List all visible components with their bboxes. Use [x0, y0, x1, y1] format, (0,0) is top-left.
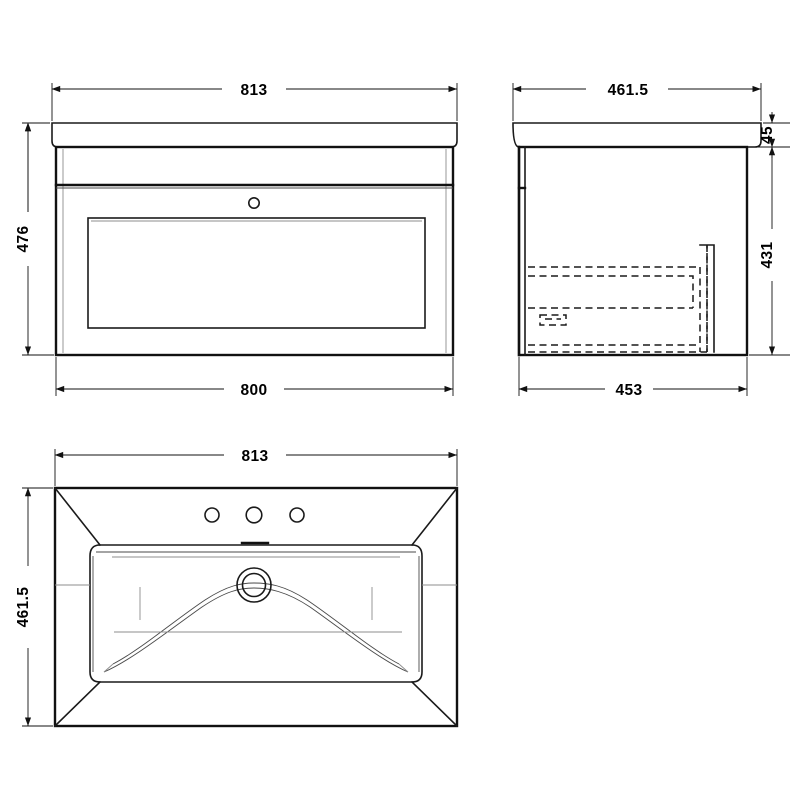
- front-drawer-panel: [87, 217, 426, 329]
- dimension-side-depth-461: 461.5: [512, 82, 762, 121]
- tap-hole-left-icon: [204, 507, 220, 523]
- dimension-label-front-width: 813: [240, 82, 267, 99]
- side-cabinet-carcase: [517, 145, 749, 357]
- plan-tap-holes: [204, 506, 305, 524]
- dimension-plan-width-813: 813: [54, 448, 458, 486]
- tap-hole-right-icon: [289, 507, 305, 523]
- side-basin-top-slab: [512, 122, 762, 148]
- side-hidden-drawer-detail: [528, 244, 715, 353]
- plan-bowl-interior: [103, 582, 409, 673]
- front-basin-top-slab: [51, 122, 458, 148]
- dimension-label-side-thickness: 45: [759, 126, 776, 144]
- dimension-side-depth-453: 453: [518, 357, 748, 399]
- dimension-front-height-476: 476: [15, 122, 54, 356]
- plan-outer-slab: [53, 486, 459, 728]
- dimension-side-height-431: 431: [749, 146, 790, 356]
- dimension-plan-depth-461: 461.5: [15, 487, 53, 727]
- dimension-side-thickness-45: 45: [759, 112, 790, 158]
- dimension-front-width-813: 813: [51, 82, 458, 121]
- dimension-label-side-depth: 461.5: [608, 82, 649, 99]
- plan-bowl-rim: [89, 544, 423, 683]
- plan-waste-outlet-icon: [236, 567, 272, 603]
- front-cabinet-carcase: [54, 145, 455, 357]
- tap-hole-centre-icon: [245, 506, 263, 524]
- plan-view: 813 461.5: [15, 448, 459, 728]
- dimension-label-side-height: 431: [759, 241, 776, 268]
- side-elevation-view: 461.5 45 431: [512, 82, 790, 399]
- front-elevation-view: 813 476 800: [15, 82, 458, 399]
- dimension-label-front-bottom-width: 800: [240, 382, 267, 399]
- dimension-label-plan-width: 813: [241, 448, 268, 465]
- front-drawer-knob-icon: [248, 197, 261, 210]
- dimension-label-front-height: 476: [15, 225, 32, 252]
- plan-bevel-edges: [53, 486, 459, 728]
- dimension-label-plan-depth: 461.5: [15, 587, 32, 628]
- dimension-front-width-800: 800: [55, 357, 454, 399]
- plan-rear-shelf-lines: [55, 541, 457, 586]
- dimension-label-side-bottom-depth: 453: [615, 382, 642, 399]
